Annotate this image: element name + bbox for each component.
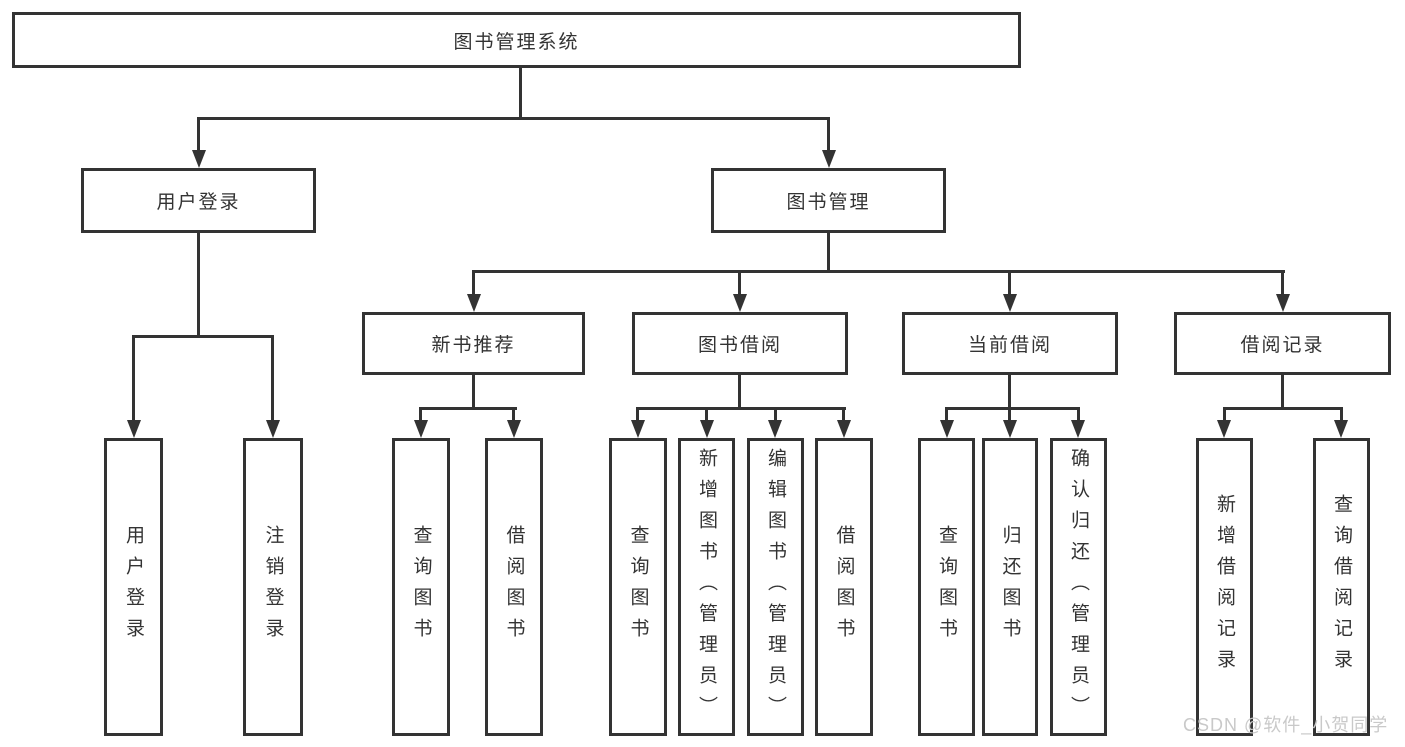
leaf-edit-book-admin: 编辑图书（管理员） [747,438,804,736]
arrow-down-icon [822,150,836,168]
leaf-edit-book-admin-label: 编辑图书（管理员） [765,447,786,727]
connector [1340,410,1343,422]
node-root-label: 图书管理系统 [453,31,580,53]
leaf-logout: 注销登录 [243,438,303,736]
csdn-watermark: CSDN @软件_小贺同学 [1183,715,1389,735]
connector [945,407,1080,410]
connector [842,410,845,422]
node-borrowing-records-label: 借阅记录 [1240,335,1325,356]
leaf-add-book-admin: 新增图书（管理员） [678,438,735,736]
leaf-query-borrow-record-label: 查询借阅记录 [1331,494,1352,680]
arrow-down-icon [768,420,782,438]
arrow-down-icon [837,420,851,438]
connector [1008,273,1011,296]
leaf-confirm-return-admin: 确认归还（管理员） [1050,438,1107,736]
arrow-down-icon [940,420,954,438]
connector [827,117,830,152]
leaf-query-books-recommend: 查询图书 [392,438,450,736]
arrow-down-icon [127,420,141,438]
arrow-down-icon [1003,294,1017,312]
leaf-logout-label: 注销登录 [262,525,284,649]
connector [1281,375,1284,410]
leaf-borrow-books-borrow: 借阅图书 [815,438,873,736]
leaf-query-borrow-record: 查询借阅记录 [1313,438,1370,736]
leaf-query-books-borrow: 查询图书 [609,438,667,736]
connector [519,67,522,119]
arrow-down-icon [467,294,481,312]
connector [1281,273,1284,296]
connector [774,410,777,422]
leaf-user-login: 用户登录 [104,438,163,736]
leaf-add-borrow-record-label: 新增借阅记录 [1214,494,1235,680]
leaf-query-books-current: 查询图书 [918,438,975,736]
connector [636,410,639,422]
connector [271,338,274,422]
node-book-borrowing: 图书借阅 [632,312,848,375]
arrow-down-icon [414,420,428,438]
node-borrowing-records: 借阅记录 [1174,312,1391,375]
connector [132,335,274,338]
node-new-book-recommend-label: 新书推荐 [431,335,516,356]
connector [132,338,135,422]
connector [472,270,1285,273]
leaf-add-book-admin-label: 新增图书（管理员） [696,447,717,727]
arrow-down-icon [631,420,645,438]
connector [197,233,200,338]
arrow-down-icon [266,420,280,438]
connector [705,410,708,422]
connector [419,410,422,422]
connector [512,410,515,422]
leaf-borrow-books-borrow-label: 借阅图书 [833,525,855,649]
arrow-down-icon [1276,294,1290,312]
leaf-query-books-borrow-label: 查询图书 [627,525,649,649]
arrow-down-icon [1003,420,1017,438]
node-user-login-label: 用户登录 [156,192,241,213]
node-book-borrowing-label: 图书借阅 [697,335,782,356]
connector [472,375,475,410]
connector [827,233,830,273]
leaf-confirm-return-admin-label: 确认归还（管理员） [1068,447,1089,727]
connector [419,407,517,410]
connector [197,117,830,120]
connector [1008,375,1011,410]
leaf-user-login-label: 用户登录 [123,525,144,649]
connector [197,117,200,152]
arrow-down-icon [192,150,206,168]
connector [1223,407,1343,410]
connector [945,410,948,422]
node-book-management-label: 图书管理 [786,192,871,213]
connector [1223,410,1226,422]
arrow-down-icon [1217,420,1231,438]
node-user-login: 用户登录 [81,168,316,233]
node-current-borrowing: 当前借阅 [902,312,1118,375]
node-root: 图书管理系统 [12,12,1021,68]
node-new-book-recommend: 新书推荐 [362,312,585,375]
connector [738,273,741,296]
arrow-down-icon [1071,420,1085,438]
connector [1077,410,1080,422]
connector [738,375,741,410]
leaf-return-book-label: 归还图书 [999,525,1021,649]
arrow-down-icon [733,294,747,312]
leaf-query-books-current-label: 查询图书 [936,525,957,649]
connector [636,407,846,410]
node-current-borrowing-label: 当前借阅 [967,335,1052,356]
arrow-down-icon [507,420,521,438]
connector [1008,410,1011,422]
leaf-return-book: 归还图书 [982,438,1038,736]
leaf-query-books-recommend-label: 查询图书 [410,525,432,649]
arrow-down-icon [700,420,714,438]
node-book-management: 图书管理 [711,168,946,233]
leaf-borrow-books-recommend-label: 借阅图书 [503,525,525,649]
leaf-add-borrow-record: 新增借阅记录 [1196,438,1253,736]
arrow-down-icon [1334,420,1348,438]
leaf-borrow-books-recommend: 借阅图书 [485,438,543,736]
connector [472,273,475,296]
